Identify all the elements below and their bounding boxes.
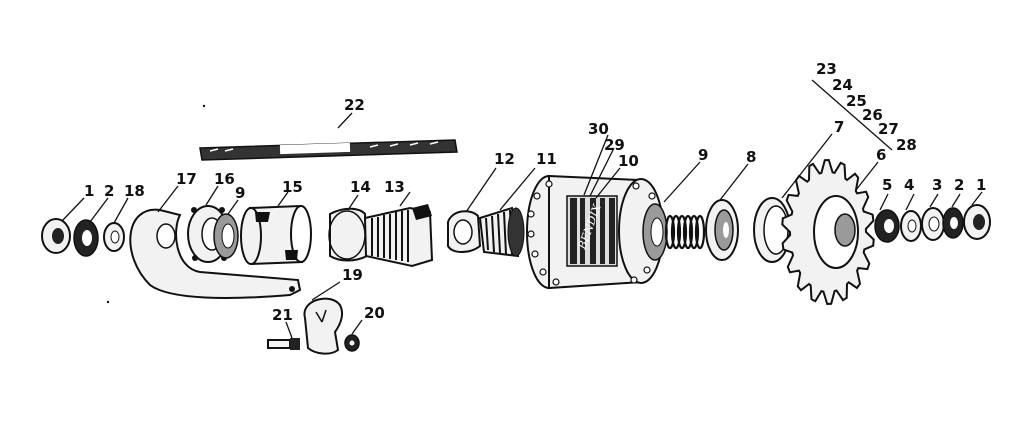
lock-nut-part-3 <box>921 207 945 241</box>
bearing-part-9-left <box>213 213 239 259</box>
label-26: 26 <box>862 106 883 124</box>
label-8: 8 <box>746 148 756 166</box>
label-5: 5 <box>882 176 892 194</box>
label-11: 11 <box>536 150 557 168</box>
label-16: 16 <box>214 170 235 188</box>
left-washer-part-2 <box>73 219 99 257</box>
label-22: 22 <box>344 96 365 114</box>
label-20: 20 <box>364 304 385 322</box>
label-13: 13 <box>384 178 405 196</box>
label-10: 10 <box>618 152 639 170</box>
clutch-sleeve-part-12 <box>447 210 482 253</box>
label-2-right: 2 <box>954 176 964 194</box>
right-axle-nut-part-1 <box>963 204 991 240</box>
cone-part-5 <box>874 209 900 243</box>
dust-cap-part-7 <box>753 197 791 263</box>
driver-part-13 <box>363 204 434 268</box>
label-24: 24 <box>832 76 853 94</box>
washer-part-4 <box>900 210 922 242</box>
brake-expander-part-15 <box>240 204 312 266</box>
label-27: 27 <box>878 120 899 138</box>
speck <box>106 300 110 304</box>
brake-arm-clip-part-19 <box>303 297 344 355</box>
label-9-left: 9 <box>235 184 245 202</box>
label-4: 4 <box>904 176 914 194</box>
speck <box>202 104 206 108</box>
label-14: 14 <box>350 178 371 196</box>
label-17: 17 <box>176 170 197 188</box>
brake-arm-part-17 <box>129 208 302 299</box>
label-9-right: 9 <box>698 146 708 164</box>
clip-nut-part-20 <box>344 334 360 352</box>
clutch-spring-part-11 <box>478 206 525 258</box>
label-2-left: 2 <box>104 182 114 200</box>
right-washer-part-2 <box>942 207 964 239</box>
leader-lines <box>61 79 983 339</box>
label-1-right: 1 <box>976 176 986 194</box>
label-19: 19 <box>342 266 363 284</box>
label-30: 30 <box>588 120 609 138</box>
washer-part-18 <box>103 222 125 252</box>
clip-bolt-part-21 <box>267 338 300 350</box>
sprocket-part-6 <box>781 158 875 306</box>
label-15: 15 <box>282 178 303 196</box>
label-28: 28 <box>896 136 917 154</box>
label-21: 21 <box>272 306 293 324</box>
label-29: 29 <box>604 136 625 154</box>
left-axle-nut-part-1 <box>41 218 71 254</box>
label-18: 18 <box>124 182 145 200</box>
leader-22 <box>337 112 353 129</box>
label-7: 7 <box>834 118 844 136</box>
spring-part-8 <box>664 199 739 261</box>
part-labels: 1 2 18 17 16 9 15 14 13 22 19 21 20 12 1… <box>84 60 986 324</box>
axle-part-22 <box>199 139 458 161</box>
brake-shoe-part-14 <box>328 207 369 262</box>
label-25: 25 <box>846 92 867 110</box>
bearing-part-9-right <box>642 203 668 261</box>
label-12: 12 <box>494 150 515 168</box>
label-3: 3 <box>932 176 942 194</box>
label-23: 23 <box>816 60 837 78</box>
label-1-left: 1 <box>84 182 94 200</box>
label-6: 6 <box>876 146 886 164</box>
